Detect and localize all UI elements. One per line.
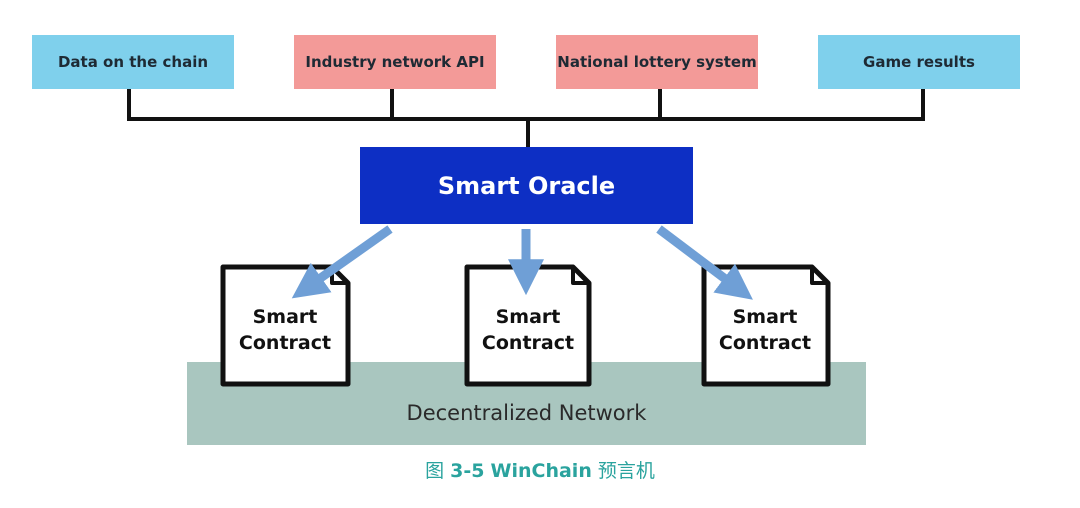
caption-suffix: 预言机 — [591, 460, 655, 482]
source-data-on-chain: Data on the chain — [32, 35, 234, 89]
contract-label-1: Smart Contract — [223, 304, 347, 356]
contract-3-line2: Contract — [718, 332, 812, 354]
source-national-lottery-system-label: National lottery system — [557, 53, 757, 71]
source-game-results-label: Game results — [863, 53, 975, 71]
source-connector-lines — [127, 89, 925, 147]
contract-label-3: Smart Contract — [703, 304, 827, 356]
smart-oracle-box: Smart Oracle — [360, 147, 693, 224]
arrow-to-contract-3 — [656, 225, 753, 300]
contract-2-line1: Smart — [495, 306, 561, 328]
oracle-arrows — [291, 225, 753, 300]
caption-brand: WinChain — [490, 460, 592, 482]
figure-caption: 图 3-5 WinChain 预言机 — [0, 458, 1080, 484]
source-data-on-chain-label: Data on the chain — [57, 53, 209, 71]
contract-3-line1: Smart — [732, 306, 798, 328]
source-national-lottery-system: National lottery system — [556, 35, 758, 89]
contract-document-2 — [464, 264, 592, 387]
caption-number: 3-5 — [450, 460, 485, 482]
contract-2-line2: Contract — [481, 332, 575, 354]
source-industry-network-api-label: Industry network API — [305, 53, 485, 71]
contract-1-line2: Contract — [238, 332, 332, 354]
caption-prefix: 图 — [425, 460, 451, 482]
decentralized-network-label: Decentralized Network — [406, 401, 647, 425]
smart-oracle-label: Smart Oracle — [437, 171, 616, 200]
contract-label-2: Smart Contract — [466, 304, 590, 356]
source-game-results: Game results — [818, 35, 1020, 89]
arrow-to-contract-1 — [291, 225, 393, 299]
contract-1-line1: Smart — [252, 306, 318, 328]
source-industry-network-api: Industry network API — [294, 35, 496, 89]
